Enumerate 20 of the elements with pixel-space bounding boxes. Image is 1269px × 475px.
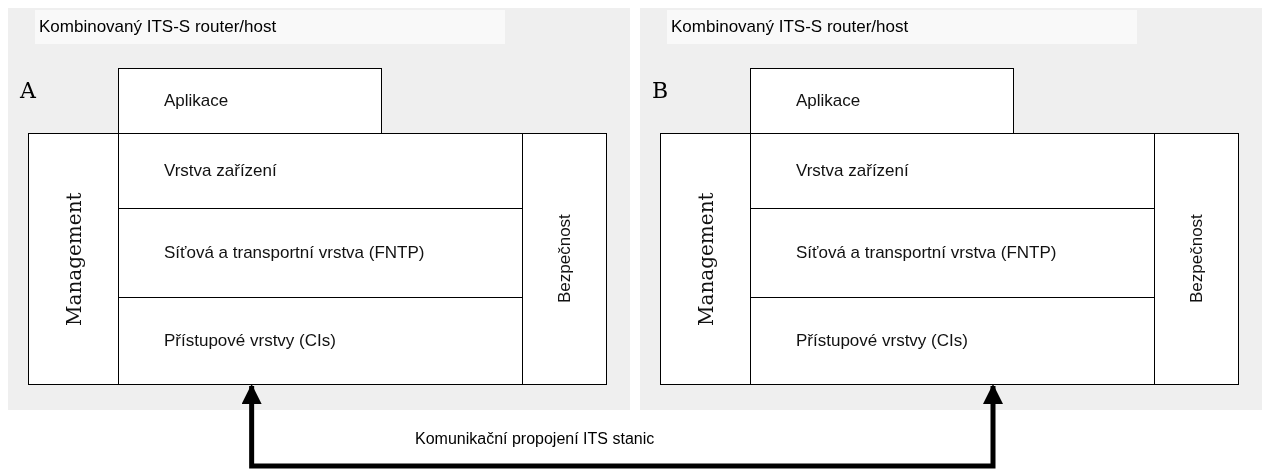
layer-box: Síťová a transportní vrstva (FNTP) bbox=[118, 208, 523, 298]
panel-letter: B bbox=[652, 78, 669, 103]
application-layer-box: Aplikace bbox=[118, 68, 382, 134]
layer-box: Vrstva zařízení bbox=[750, 133, 1155, 209]
panel-heading: Kombinovaný ITS-S router/host bbox=[35, 10, 505, 44]
layer-box: Přístupové vrstvy (CIs) bbox=[118, 297, 523, 385]
panel-letter: A bbox=[20, 78, 36, 103]
panel-heading: Kombinovaný ITS-S router/host bbox=[667, 10, 1137, 44]
router-host-panel bbox=[640, 8, 1262, 410]
connection-arrow bbox=[241, 384, 1003, 469]
security-column: Bezpečnost bbox=[1154, 133, 1239, 385]
management-column: Management bbox=[28, 133, 119, 385]
router-host-panel bbox=[8, 8, 630, 410]
layer-box: Síťová a transportní vrstva (FNTP) bbox=[750, 208, 1155, 298]
layer-box: Vrstva zařízení bbox=[118, 133, 523, 209]
layer-box: Přístupové vrstvy (CIs) bbox=[750, 297, 1155, 385]
security-column: Bezpečnost bbox=[522, 133, 607, 385]
edge-label: Komunikační propojení ITS stanic bbox=[415, 430, 655, 448]
application-layer-box: Aplikace bbox=[750, 68, 1014, 134]
management-column: Management bbox=[660, 133, 751, 385]
